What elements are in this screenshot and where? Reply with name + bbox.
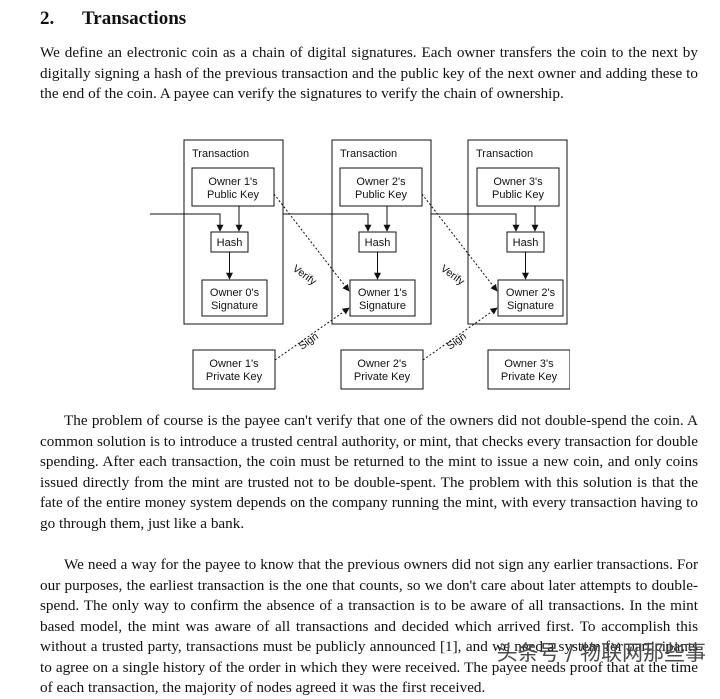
signature-line-1: Owner 2's <box>506 287 556 299</box>
public-key-line-2: Public Key <box>355 189 407 201</box>
private-key-line-2: Private Key <box>206 371 263 383</box>
private-key-box-1 <box>192 349 276 390</box>
private-key-line-2: Private Key <box>354 371 411 383</box>
private-key-line-1: Owner 3's <box>504 358 554 370</box>
chain-lines <box>150 206 539 280</box>
public-key-line-2: Public Key <box>207 189 259 201</box>
hash-label: Hash <box>365 237 391 249</box>
private-key-line-1: Owner 2's <box>357 358 407 370</box>
body-paragraph-1: The problem of course is the payee can't… <box>40 412 698 532</box>
transaction-block-3: Transaction Owner 3's Public Key Hash Ow… <box>467 139 568 325</box>
private-key-box-2 <box>340 349 424 390</box>
signature-line-1: Owner 0's <box>210 287 260 299</box>
verify-label-2: Verify <box>438 263 467 289</box>
verify-label-1: Verify <box>290 263 319 289</box>
transaction-block-1: Transaction Owner 1's Public Key Hash Ow… <box>183 139 284 325</box>
public-key-line-1: Owner 2's <box>356 176 406 188</box>
sign-arrows <box>274 307 498 361</box>
transaction-title: Transaction <box>192 148 249 160</box>
signature-box <box>201 279 268 317</box>
public-key-line-1: Owner 3's <box>493 176 543 188</box>
public-key-box <box>476 167 560 207</box>
section-number: 2. <box>40 8 55 29</box>
verify-arrows <box>273 193 498 292</box>
sign-label-1: Sign <box>297 330 321 352</box>
private-key-line-2: Private Key <box>501 371 558 383</box>
transaction-title: Transaction <box>340 148 397 160</box>
signature-box <box>497 279 564 317</box>
private-key-box-3 <box>487 349 570 390</box>
signature-line-2: Signature <box>507 300 554 312</box>
section-heading: 2. Transactions <box>40 8 186 30</box>
section-title: Transactions <box>82 8 187 29</box>
hash-label: Hash <box>217 237 243 249</box>
body-paragraph-2: We need a way for the payee to know that… <box>40 556 698 696</box>
watermark: 头条号 / 物联网那些事 <box>496 641 706 665</box>
transaction-title: Transaction <box>476 148 533 160</box>
hash-label: Hash <box>513 237 539 249</box>
sign-label-2: Sign <box>445 330 469 352</box>
signature-line-2: Signature <box>211 300 258 312</box>
intro-paragraph: We define an electronic coin as a chain … <box>40 44 698 102</box>
public-key-line-1: Owner 1's <box>208 176 258 188</box>
private-key-line-1: Owner 1's <box>209 358 259 370</box>
signature-box <box>349 279 416 317</box>
transaction-chain-diagram: Transaction Owner 1's Public Key Hash Ow… <box>150 139 570 390</box>
transaction-block-2: Transaction Owner 2's Public Key Hash Ow… <box>331 139 432 325</box>
public-key-line-2: Public Key <box>492 189 544 201</box>
signature-line-1: Owner 1's <box>358 287 408 299</box>
public-key-box <box>339 167 423 207</box>
signature-line-2: Signature <box>359 300 406 312</box>
public-key-box <box>191 167 275 207</box>
